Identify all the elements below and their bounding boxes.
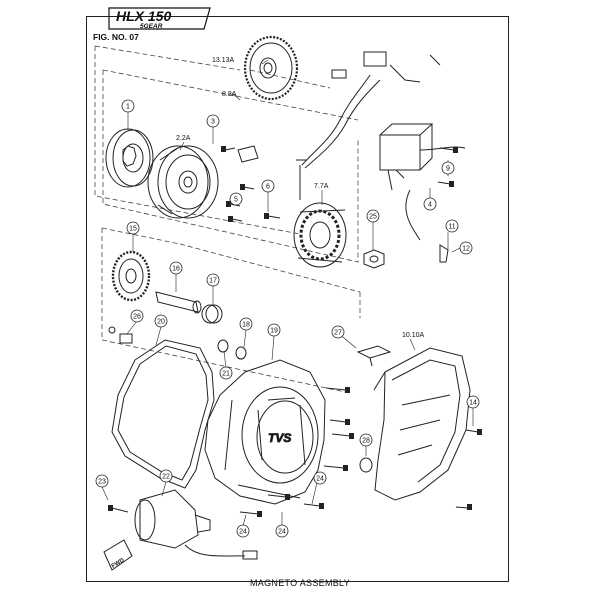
fwd-badge: FWD (103, 539, 133, 571)
part-spark-cap (439, 244, 449, 263)
callout-23: 23 (98, 479, 106, 486)
part-nut (363, 249, 385, 269)
logo-sub-text: 5GEAR (140, 23, 163, 30)
callout-16: 16 (172, 266, 180, 273)
diagram-caption: MAGNETO ASSEMBLY (250, 578, 350, 588)
callout-20: 20 (157, 319, 165, 326)
part-side-cover (373, 347, 471, 501)
part-flywheel (147, 145, 219, 219)
callout-24-c: 24 (278, 529, 286, 536)
label-7-7a: 7.7A (314, 183, 329, 190)
leader-lines (101, 59, 474, 527)
part-starter-gear (243, 35, 299, 101)
callout-12: 12 (462, 246, 470, 253)
bolts (111, 147, 479, 515)
callout-25: 25 (369, 214, 377, 221)
callout-18: 18 (242, 322, 250, 329)
part-bush (201, 304, 223, 324)
callout-9: 9 (446, 166, 450, 173)
diagram-frame (86, 16, 509, 582)
part-ignition-coil (379, 123, 466, 241)
part-washer (235, 346, 247, 360)
part-shaft (155, 291, 202, 314)
label-8-8a: 8.8A (222, 91, 237, 98)
callout-27: 27 (334, 330, 342, 337)
callout-24-a: 24 (316, 476, 324, 483)
part-gasket (111, 339, 215, 489)
part-grommet (359, 457, 373, 473)
callout-3: 3 (211, 119, 215, 126)
label-13-13a: 13.13A (212, 57, 235, 64)
figure-number: FIG. NO. 07 (93, 32, 139, 42)
part-rotor-ring (105, 128, 154, 188)
part-starter-motor (134, 489, 258, 560)
label-2-2a: 2.2A (176, 135, 191, 142)
callout-6: 6 (266, 184, 270, 191)
logo-main-text: HLX 150 (116, 8, 171, 24)
part-pickup-coil (237, 145, 259, 163)
bolt-heads (108, 146, 482, 517)
callout-4: 4 (428, 202, 432, 209)
callout-17: 17 (209, 278, 217, 285)
callout-19: 19 (270, 328, 278, 335)
callout-11: 11 (448, 224, 455, 231)
part-magneto-cover (204, 359, 326, 505)
callout-26: 26 (133, 314, 141, 321)
part-gear (111, 250, 151, 302)
callout-1: 1 (126, 104, 130, 111)
part-wiring-harness (296, 51, 441, 200)
label-10-10a: 10.10A (402, 332, 425, 339)
callout-15: 15 (129, 226, 137, 233)
part-clip (108, 326, 133, 344)
callout-21: 21 (222, 371, 230, 378)
callout-28: 28 (362, 438, 370, 445)
callout-24-b: 24 (239, 529, 247, 536)
hlx-logo: HLX 150 5GEAR (108, 7, 211, 30)
fwd-label: FWD (111, 557, 126, 570)
part-bracket (356, 345, 392, 367)
cover-logo: TVS (268, 431, 291, 445)
assembly-labels: 13.13A 8.8A 2.2A 7.7A 10.10A (176, 57, 425, 339)
callout-22: 22 (162, 474, 170, 481)
callout-14: 14 (469, 400, 477, 407)
part-stator (293, 202, 347, 268)
part-dowel (217, 339, 229, 353)
callout-labels: 1 3 6 5 9 4 11 12 25 15 16 17 18 21 19 2… (98, 104, 477, 536)
callout-5: 5 (234, 197, 238, 204)
callout-circles (95, 99, 480, 538)
